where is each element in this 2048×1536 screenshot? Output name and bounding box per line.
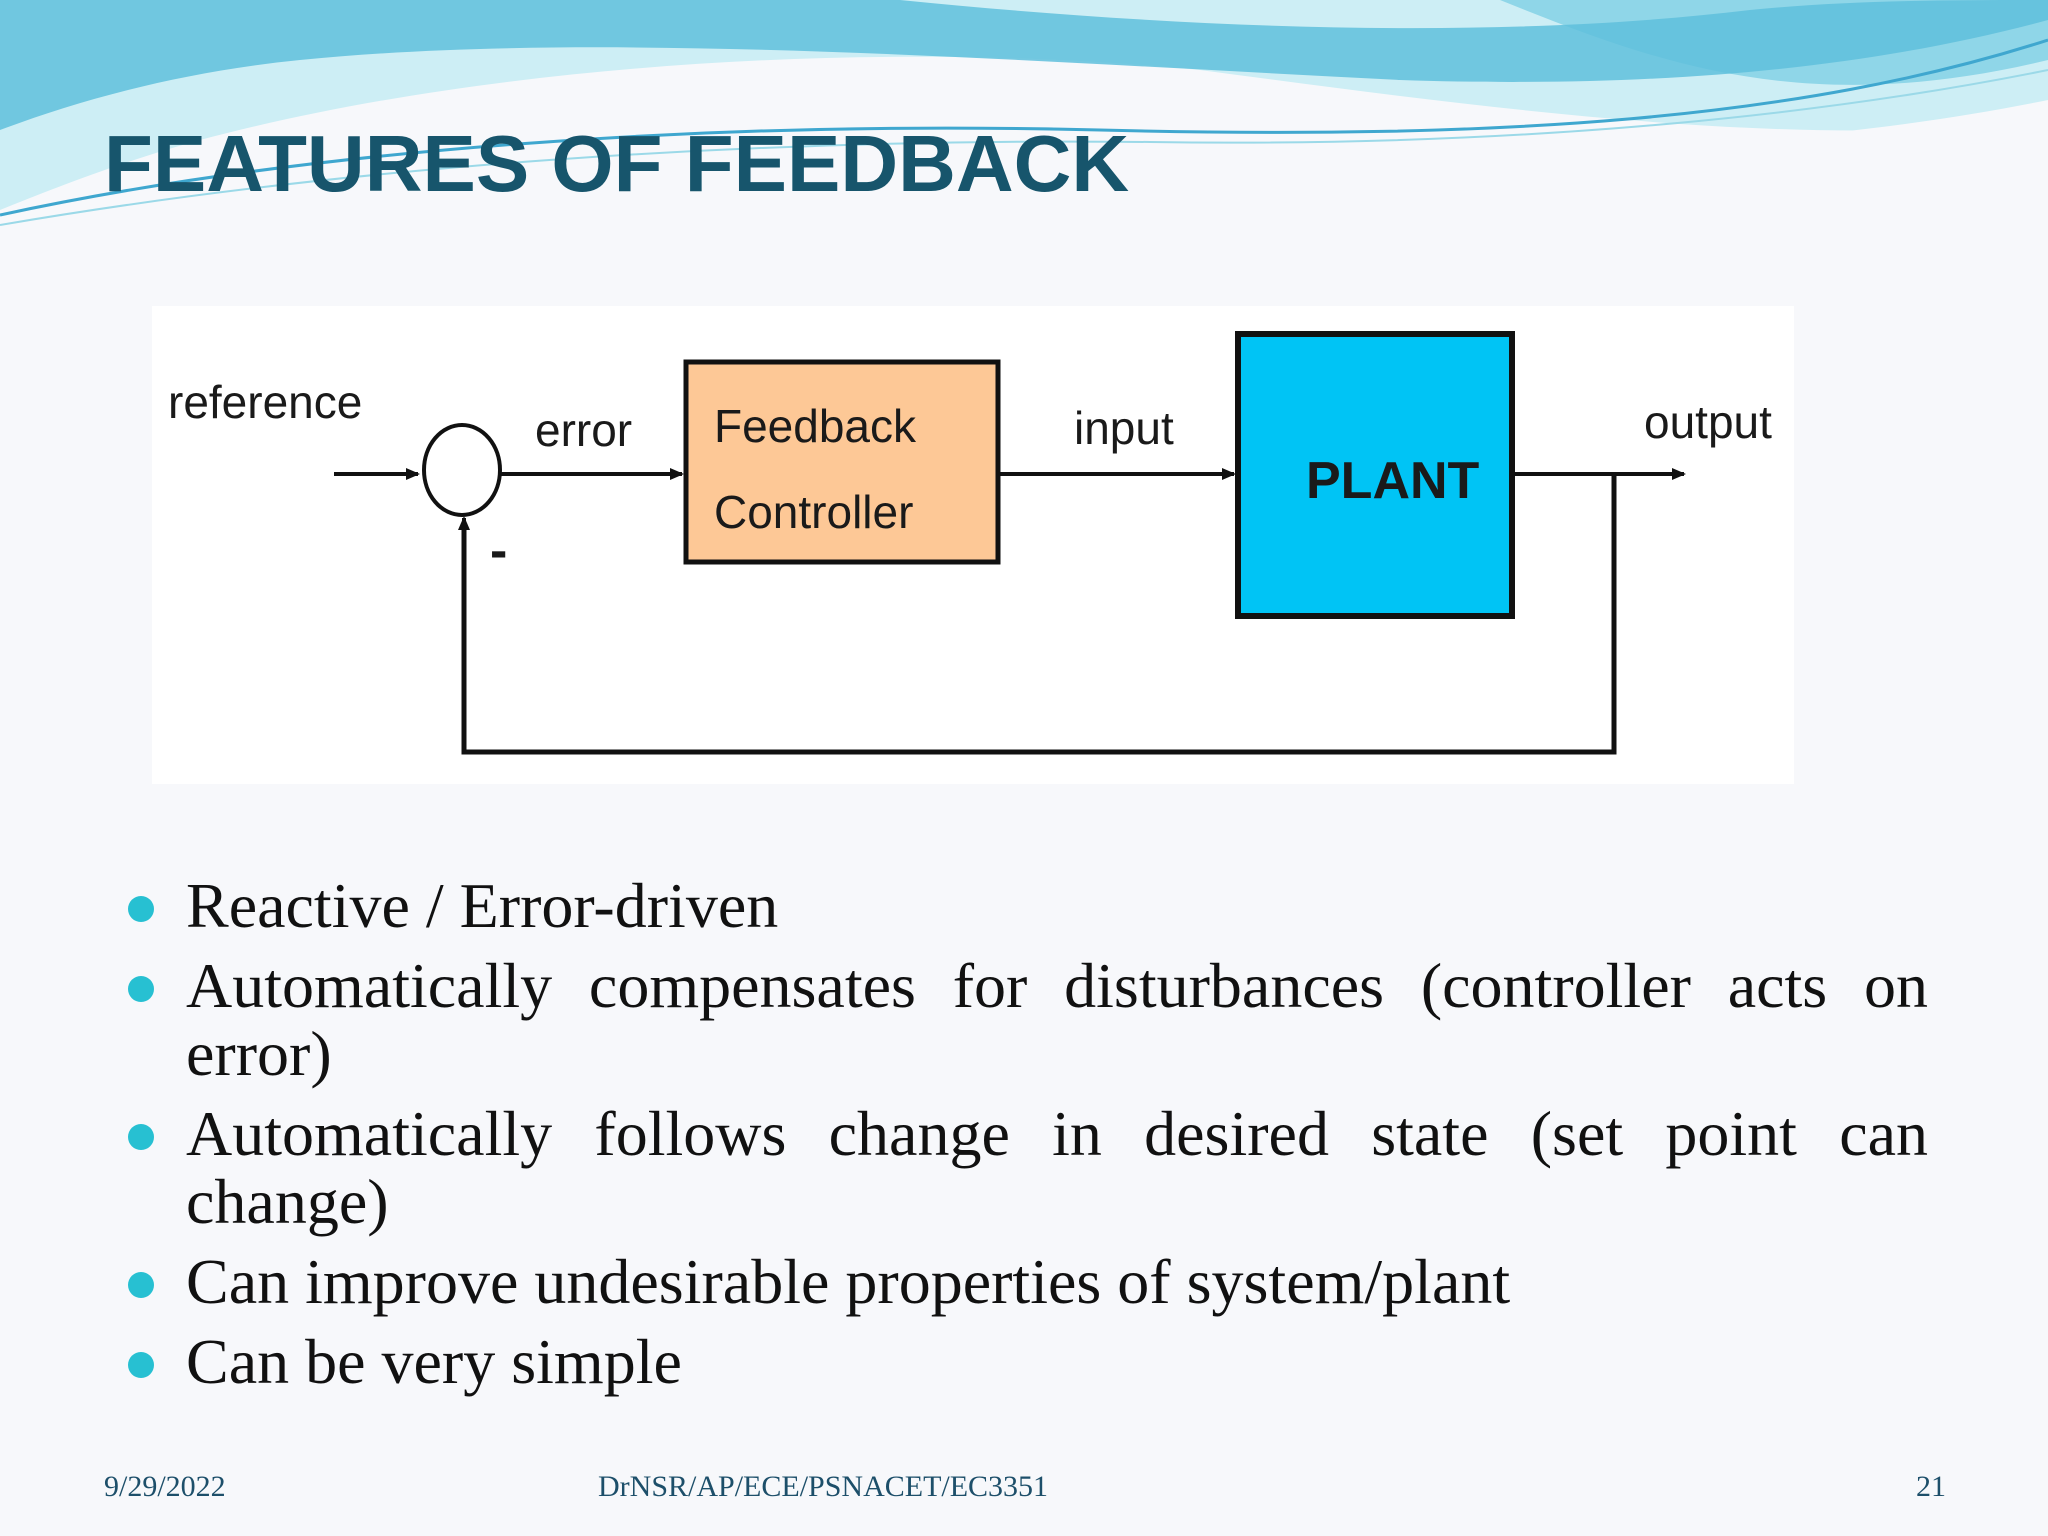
bullet-item: Automatically compensates for disturbanc… — [128, 952, 1928, 1088]
controller-label-line2: Controller — [714, 486, 913, 538]
slide-title: FEATURES OF FEEDBACK — [104, 119, 1130, 208]
reference-label: reference — [168, 376, 362, 428]
output-label: output — [1644, 396, 1772, 448]
bullet-dot-icon — [128, 896, 154, 922]
wave-white-band — [0, 100, 2048, 240]
bullet-text: Can be very simple — [186, 1326, 682, 1397]
diagram-canvas: reference - error Feedback Controller in… — [168, 331, 1772, 755]
plant-label: PLANT — [1306, 452, 1480, 510]
bullet-item: Automatically follows change in desired … — [128, 1100, 1928, 1236]
wave-dark — [0, 0, 2048, 130]
feedback-controller-block — [683, 359, 1001, 565]
summing-junction — [422, 423, 502, 517]
bullet-item: Can improve undesirable properties of sy… — [128, 1248, 1928, 1316]
bullet-dot-icon — [128, 976, 154, 1002]
header-wave-decoration — [0, 0, 2048, 240]
footer-author-code: DrNSR/AP/ECE/PSNACET/EC3351 — [598, 1470, 1049, 1503]
input-label: input — [1074, 402, 1174, 454]
controller-label-line1: Feedback — [714, 400, 917, 452]
feedback-path — [461, 474, 1617, 755]
wave-line-2 — [0, 69, 2048, 226]
plant-block — [1235, 331, 1515, 619]
bullet-item: Can be very simple — [128, 1328, 1928, 1396]
bullet-item: Reactive / Error-driven — [128, 872, 1928, 940]
footer-date: 9/29/2022 — [104, 1470, 226, 1503]
error-label: error — [535, 404, 632, 456]
bullet-dot-icon — [128, 1352, 154, 1378]
bullet-text: Automatically compensates for disturbanc… — [186, 950, 1928, 1089]
bullet-text: Reactive / Error-driven — [186, 870, 779, 941]
bullet-text: Automatically follows change in desired … — [186, 1098, 1928, 1237]
bullet-dot-icon — [128, 1272, 154, 1298]
bullet-dot-icon — [128, 1124, 154, 1150]
feature-bullet-list: Reactive / Error-driven Automatically co… — [128, 872, 1928, 1408]
bullet-text: Can improve undesirable properties of sy… — [186, 1246, 1511, 1317]
minus-sign: - — [490, 522, 507, 580]
feedback-block-diagram: reference - error Feedback Controller in… — [152, 306, 1794, 784]
footer-page-number: 21 — [1916, 1470, 1946, 1503]
wave-line-1 — [0, 38, 2048, 217]
